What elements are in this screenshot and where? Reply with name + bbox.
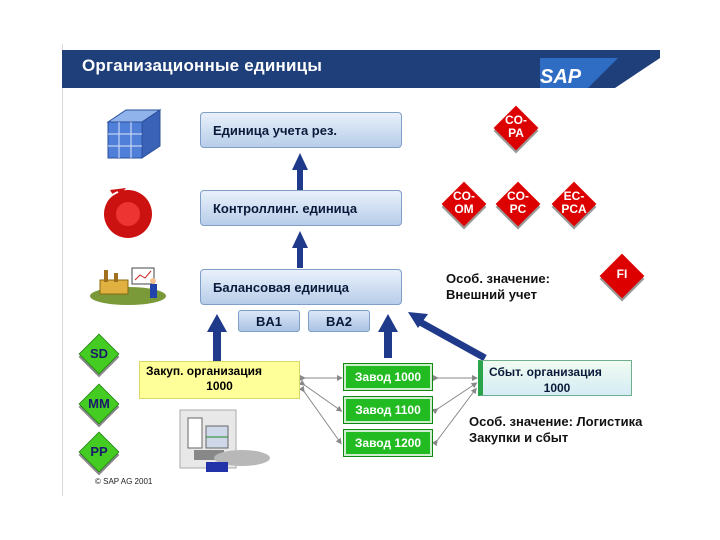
note-external-line1: Особ. значение: [446,271,550,286]
module-sd-label: SD [89,346,109,361]
business-area-ba2: BA2 [308,310,370,332]
factory-icon [90,267,166,305]
module-sd: SD [78,333,120,375]
module-co-om-label: CO- OM [453,189,475,216]
copyright-text: © SAP AG 2001 [95,477,153,486]
arrow-plants-up [378,314,398,358]
module-ec-pca-label: EC- PCA [561,189,587,216]
purchasing-org-line1: Закуп. организация [146,364,262,378]
note-logistics-line1: Особ. значение: Логистика [469,414,643,429]
sales-org-box: Сбыт. организация 1000 [478,360,632,396]
purchasing-org-box: Закуп. организация 1000 [139,361,300,399]
assignment-lines [298,375,478,447]
module-fi: FI [599,253,645,299]
module-co-om: CO- OM [441,181,487,227]
module-co-pc: CO- PC [495,181,541,227]
module-mm-label: MM [88,396,110,411]
business-unit-box: Балансовая единица [200,269,402,305]
module-co-pc-label: CO- PC [507,189,529,216]
module-ec-pca: EC- PCA [551,181,597,227]
module-co-pa-label: CO- PA [505,113,527,140]
sales-org-line2: 1000 [543,381,571,395]
arrow-purch-up [207,314,227,363]
business-area-ba1: BA1 [238,310,300,332]
note-logistics: Особ. значение: Логистика Закупки и сбыт [469,414,642,446]
sap-logo: SAP [540,66,582,88]
controlling-area-box: Контроллинг. единица [200,190,402,226]
cube-icon [106,109,162,159]
note-logistics-line2: Закупки и сбыт [469,430,569,445]
plant-1000: Завод 1000 [343,363,433,391]
page-title: Организационные единицы [82,56,323,75]
module-mm: MM [78,383,120,425]
plant-1100: Завод 1100 [343,396,433,424]
arrow-sales-diag [408,312,487,362]
cycle-icon [103,188,152,238]
note-external-line2: Внешний учет [446,287,537,302]
plant-1200: Завод 1200 [343,429,433,457]
purchasing-org-line2: 1000 [206,379,233,393]
module-pp: PP [78,431,120,473]
note-external: Особ. значение: Внешний учет [446,271,550,303]
company-code-box: Единица учета рез. [200,112,402,148]
module-pp-label: PP [90,444,108,459]
module-fi-label: FI [616,267,628,281]
arrow-up-2 [292,231,308,268]
arrow-up-1 [292,153,308,190]
sales-org-line1: Сбыт. организация [489,365,602,379]
module-co-pa: CO- PA [493,105,539,151]
